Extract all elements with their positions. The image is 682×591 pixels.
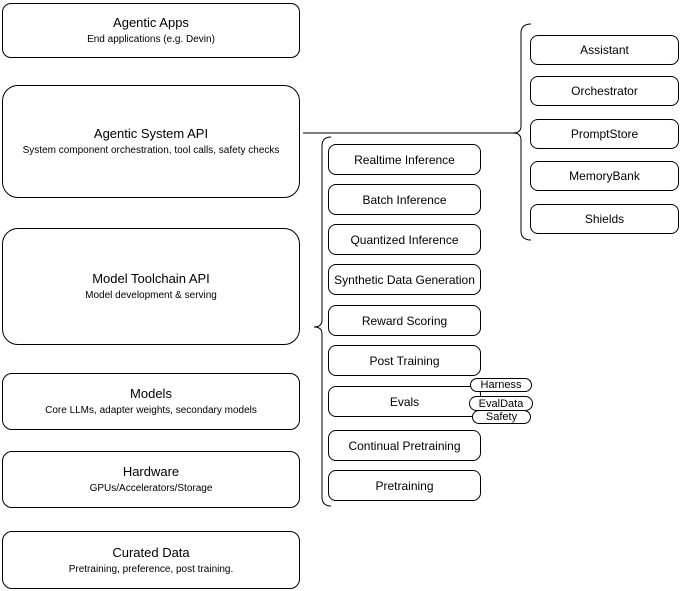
hardware-title: Hardware: [122, 464, 180, 479]
model-toolchain-api-title: Model Toolchain API: [92, 271, 210, 286]
system-components-brace: [512, 23, 532, 241]
curated-data-subtitle: Pretraining, preference, post training.: [68, 563, 234, 575]
agentic-system-api-node: Agentic System API System component orch…: [2, 85, 300, 198]
agentic-apps-subtitle: End applications (e.g. Devin): [87, 34, 215, 45]
safety-tag: Safety: [472, 410, 531, 424]
agentic-system-api-title: Agentic System API: [93, 126, 209, 141]
curated-data-title: Curated Data: [112, 544, 190, 560]
models-title: Models: [130, 386, 172, 401]
batch-inference-node: Batch Inference: [328, 184, 481, 215]
promptstore-node: PromptStore: [530, 119, 679, 149]
evaldata-tag: EvalData: [469, 396, 533, 411]
agentic-apps-node: Agentic Apps End applications (e.g. Devi…: [2, 3, 300, 58]
shields-node: Shields: [530, 204, 679, 234]
hardware-subtitle: GPUs/Accelerators/Storage: [89, 483, 213, 494]
orchestrator-node: Orchestrator: [530, 76, 679, 106]
evals-node: Evals: [328, 386, 481, 417]
curated-data-node: Curated Data Pretraining, preference, po…: [2, 531, 300, 589]
quantized-inference-node: Quantized Inference: [328, 224, 481, 255]
model-toolchain-api-node: Model Toolchain API Model development & …: [2, 228, 300, 345]
models-subtitle: Core LLMs, adapter weights, secondary mo…: [45, 405, 257, 416]
pretraining-node: Pretraining: [328, 470, 481, 501]
realtime-inference-node: Realtime Inference: [328, 144, 481, 175]
agentic-system-api-subtitle: System component orchestration, tool cal…: [22, 145, 280, 156]
harness-tag: Harness: [470, 378, 532, 392]
agentic-apps-title: Agentic Apps: [113, 15, 189, 30]
models-node: Models Core LLMs, adapter weights, secon…: [2, 373, 300, 430]
model-toolchain-api-subtitle: Model development & serving: [85, 290, 217, 301]
memorybank-node: MemoryBank: [530, 161, 679, 191]
reward-scoring-node: Reward Scoring: [328, 305, 481, 336]
post-training-node: Post Training: [328, 345, 481, 376]
hardware-node: Hardware GPUs/Accelerators/Storage: [2, 451, 300, 508]
assistant-node: Assistant: [530, 35, 679, 65]
synthetic-data-generation-node: Synthetic Data Generation: [328, 264, 481, 295]
continual-pretraining-node: Continual Pretraining: [328, 430, 481, 461]
